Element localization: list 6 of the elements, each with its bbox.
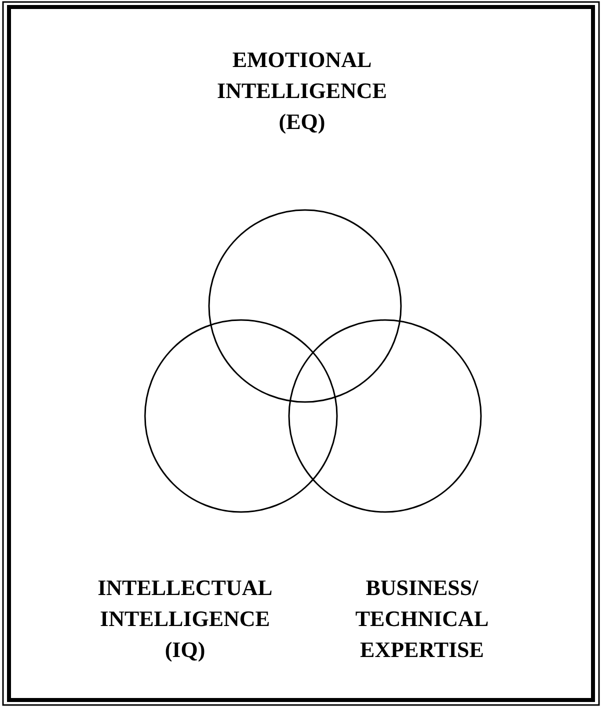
circle-label: INTELLECTUAL INTELLIGENCE (IQ) — [96, 574, 274, 664]
circle-shape — [145, 320, 337, 512]
circle-shape — [209, 210, 401, 402]
circle-label: BUSINESS/ TECHNICAL EXPERTISE — [354, 574, 490, 664]
circle-shape — [289, 320, 481, 512]
circle-label: EMOTIONAL INTELLIGENCE (EQ) — [216, 46, 388, 136]
